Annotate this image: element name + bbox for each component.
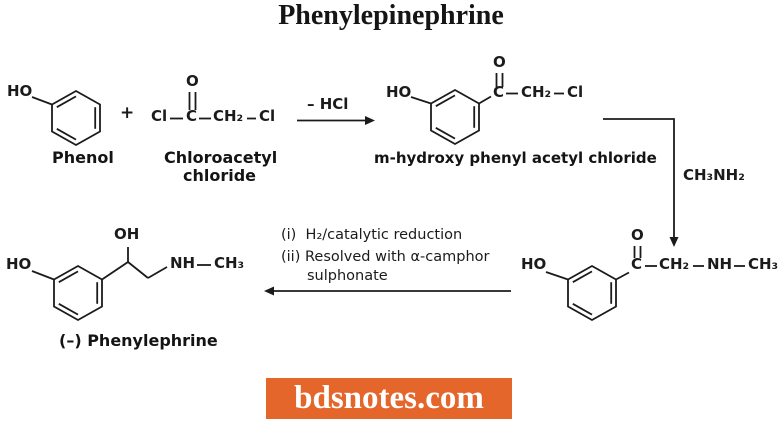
phenol-benzene-ring [31, 89, 101, 147]
macl-o-label: O [493, 53, 506, 71]
watermark-banner: bdsnotes.com [266, 378, 512, 419]
chloroacetyl-name-line2: chloride [183, 166, 257, 185]
page-title: Phenylepinephrine [278, 0, 504, 31]
phenol-name: Phenol [52, 148, 114, 167]
step2-reagent-label: CH₃NH₂ [683, 166, 745, 184]
phenylephrine-ch3-label: CH₃ [214, 254, 245, 272]
macl-ch2-label: CH₂ [521, 83, 552, 101]
step3-condition-2: (ii) Resolved with α-camphor [281, 249, 490, 265]
aminoketone-nh-label: NH [707, 255, 733, 273]
chloroacetyl-bonds [170, 92, 256, 120]
arrow-step3 [264, 286, 511, 296]
phenylephrine-benzene-ring [31, 264, 103, 322]
aminoketone-o-label: O [631, 226, 644, 244]
phenylephrine-oh-label: OH [114, 225, 140, 243]
chloroacetyl-ch2-label: CH₂ [213, 107, 244, 125]
phenylephrine-ho-label: HO [6, 255, 32, 273]
aminoketone-benzene-ring [545, 264, 630, 322]
phenylephrine-nh-label: NH [170, 254, 196, 272]
step3-condition-1: (i) H₂/catalytic reduction [281, 227, 463, 243]
macl-ho-label: HO [386, 83, 412, 101]
chloroacetyl-cl-left-label: Cl [151, 107, 168, 125]
watermark-text: bdsnotes.com [294, 380, 484, 416]
chloroacetyl-name-line1: Chloroacetyl [164, 148, 278, 167]
aminoketone-chain-bonds [633, 246, 745, 267]
aminoketone-ho-label: HO [521, 255, 547, 273]
arrow-step1 [297, 116, 375, 125]
phenylephrine-chain-bonds [101, 247, 211, 281]
step3-condition-3: sulphonate [307, 268, 388, 284]
step1-reagent-label: – HCl [307, 95, 349, 113]
arrow-step2 [603, 118, 679, 247]
chloroacetyl-cl-right-label: Cl [259, 107, 276, 125]
macl-benzene-ring [410, 88, 492, 146]
phenylephrine-name: (–) Phenylephrine [59, 331, 218, 350]
macl-name: m-hydroxy phenyl acetyl chloride [374, 149, 657, 167]
chloroacetyl-c-label: C [186, 107, 198, 125]
macl-cl-label: Cl [567, 83, 584, 101]
aminoketone-ch2-label: CH₂ [659, 255, 690, 273]
plus-sign: + [120, 103, 135, 123]
chloroacetyl-o-label: O [186, 72, 199, 90]
macl-chain-bonds [495, 73, 564, 95]
macl-c-label: C [493, 83, 505, 101]
aminoketone-c-label: C [631, 255, 643, 273]
aminoketone-ch3-label: CH₃ [748, 255, 779, 273]
phenol-ho-label: HO [7, 82, 33, 100]
